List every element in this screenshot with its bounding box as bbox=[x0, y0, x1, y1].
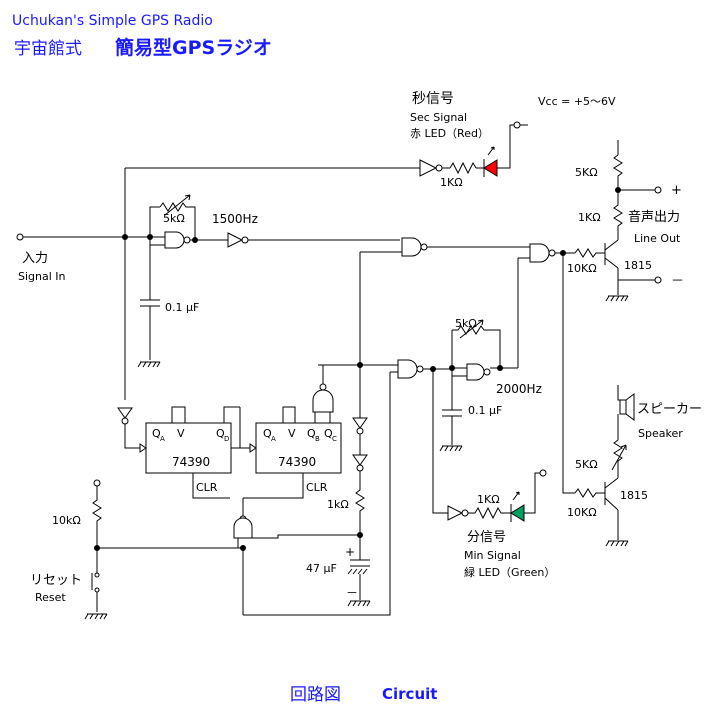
label-in-jp: 入力 bbox=[22, 251, 48, 266]
label-1500hz: 1500Hz bbox=[212, 212, 258, 226]
label-r-5k-right: 5KΩ bbox=[575, 166, 598, 179]
ic-a-label: 74390 bbox=[172, 455, 210, 469]
label-clr-1: CLR bbox=[196, 481, 218, 494]
pin-qb-2: Q bbox=[307, 427, 316, 440]
label-c-01a: 0.1 μF bbox=[165, 301, 199, 314]
label-r-5k-top: 5kΩ bbox=[163, 212, 185, 225]
inverter-min bbox=[447, 505, 464, 521]
title-en: Uchukan's Simple GPS Radio bbox=[12, 13, 213, 29]
label-speaker-en: Speaker bbox=[638, 427, 683, 440]
label-plus: + bbox=[671, 183, 682, 198]
pin-qb-2-sub: B bbox=[315, 435, 320, 443]
footer-caption-jp: 回路図 bbox=[290, 685, 341, 705]
ic-74390-a bbox=[145, 422, 232, 474]
pin-v-1: V bbox=[177, 427, 185, 440]
label-c-47: 47 μF bbox=[306, 562, 337, 575]
label-r-10k-a: 10KΩ bbox=[567, 262, 597, 275]
nand-schmitt-1500 bbox=[164, 231, 185, 249]
label-in-en: Signal In bbox=[18, 270, 66, 283]
label-2000hz: 2000Hz bbox=[496, 382, 542, 396]
inverter-1500 bbox=[227, 232, 244, 248]
label-cap-plus: + bbox=[345, 545, 355, 559]
led-red bbox=[483, 159, 498, 177]
speaker-icon bbox=[619, 399, 627, 415]
title-jp-b: 簡易型GPSラジオ bbox=[115, 36, 272, 59]
nand-top bbox=[401, 237, 422, 257]
label-r-10k-reset: 10kΩ bbox=[52, 514, 81, 527]
pin-v-2: V bbox=[288, 427, 296, 440]
label-r-5k-mid: 5kΩ bbox=[455, 317, 477, 330]
label-r-5k-vol: 5KΩ bbox=[575, 458, 598, 471]
label-1815-a: 1815 bbox=[624, 259, 652, 272]
label-r-1k-right: 1KΩ bbox=[578, 211, 601, 224]
label-cap-minus: － bbox=[346, 586, 358, 600]
title-jp-a: 宇宙館式 bbox=[14, 39, 82, 59]
pin-qa-2: Q bbox=[263, 427, 272, 440]
label-r-1k-rc: 1kΩ bbox=[327, 498, 349, 511]
label-c-01b: 0.1 μF bbox=[468, 404, 502, 417]
nand-counter bbox=[312, 389, 334, 413]
label-out-jp: 音声出力 bbox=[628, 209, 680, 225]
pin-qc-2-sub: C bbox=[332, 435, 337, 443]
ic-b-label: 74390 bbox=[278, 455, 316, 469]
label-sec-en: Sec Signal bbox=[410, 111, 467, 124]
label-sec-led: 赤 LED（Red） bbox=[410, 127, 489, 140]
nand-output bbox=[529, 243, 550, 263]
label-reset-jp: リセット bbox=[30, 573, 82, 588]
pin-qd-1-sub: D bbox=[224, 435, 229, 443]
label-out-en: Line Out bbox=[634, 232, 681, 245]
transistor-speaker bbox=[604, 477, 619, 511]
inverter-sec bbox=[419, 159, 438, 177]
label-min-jp: 分信号 bbox=[467, 530, 506, 545]
pin-qa-1-sub: A bbox=[160, 435, 165, 443]
label-minus: － bbox=[671, 274, 684, 289]
label-vcc: Vcc = +5～6V bbox=[538, 95, 616, 108]
label-min-en: Min Signal bbox=[464, 549, 521, 562]
label-r-sec: 1KΩ bbox=[440, 176, 463, 189]
label-min-led: 緑 LED（Green） bbox=[464, 565, 555, 579]
resistor-sec bbox=[449, 161, 477, 175]
nand-schmitt-2000 bbox=[466, 363, 485, 381]
pin-qc-2: Q bbox=[324, 427, 333, 440]
led-green bbox=[510, 504, 525, 522]
pin-qa-1: Q bbox=[152, 427, 161, 440]
label-r-1k-min: 1KΩ bbox=[477, 493, 500, 506]
pin-qd-1: Q bbox=[216, 427, 225, 440]
label-r-10k-b: 10KΩ bbox=[567, 506, 597, 519]
label-clr-2: CLR bbox=[306, 481, 328, 494]
nand-middle bbox=[397, 359, 418, 379]
label-speaker-jp: スピーカー bbox=[637, 402, 702, 417]
label-sec-jp: 秒信号 bbox=[412, 91, 454, 107]
footer-caption-en: Circuit bbox=[382, 685, 437, 703]
label-reset-en: Reset bbox=[35, 591, 66, 604]
nand-clr bbox=[233, 517, 253, 539]
label-1815-b: 1815 bbox=[620, 489, 648, 502]
transistor-out bbox=[604, 239, 619, 269]
pin-qa-2-sub: A bbox=[271, 435, 276, 443]
